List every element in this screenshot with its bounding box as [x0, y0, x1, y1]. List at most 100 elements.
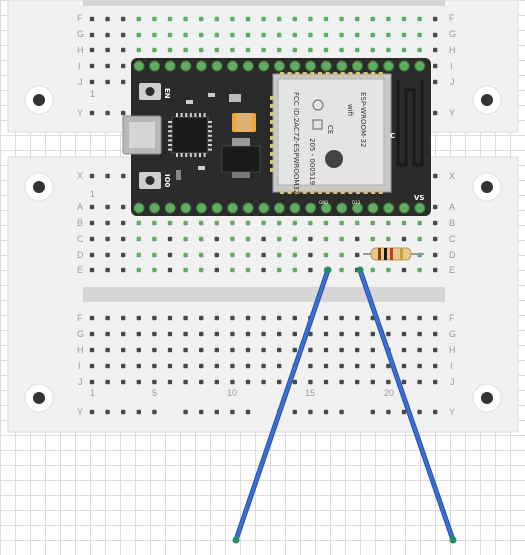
hole-lower-r2-c0[interactable]	[89, 347, 95, 353]
hole-lower-r4-c21[interactable]	[417, 379, 422, 385]
hole-upper-r3-c4[interactable]	[152, 252, 157, 258]
hole-top-r0-c22[interactable]	[433, 16, 438, 22]
header-pin-top-4[interactable]	[195, 60, 207, 72]
hole-upper-r4-c0[interactable]	[89, 267, 95, 273]
hole-upper-r4-c16[interactable]	[339, 267, 344, 273]
wire-1[interactable]	[234, 268, 330, 542]
hole-lower-r4-c14[interactable]	[308, 379, 313, 385]
hole-upper-r1-c16[interactable]	[339, 220, 344, 226]
hole-upper-r1-c13[interactable]	[292, 220, 297, 226]
hole-upper-r4-c12[interactable]	[277, 267, 282, 273]
hole-lower-r2-c20[interactable]	[401, 347, 407, 353]
header-pin-bottom-5[interactable]	[211, 202, 223, 214]
header-pin-bottom-0[interactable]	[133, 202, 145, 214]
hole-top-r2-c19[interactable]	[386, 47, 391, 53]
hole-upper-r1-c21[interactable]	[417, 220, 422, 226]
hole-top-r2-c9[interactable]	[230, 47, 235, 53]
hole-rail-y-bottom-c18[interactable]	[370, 409, 375, 415]
hole-top-r0-c12[interactable]	[277, 16, 282, 22]
header-pin-top-5[interactable]	[211, 60, 223, 72]
hole-upper-r2-c14[interactable]	[308, 236, 313, 242]
hole-upper-r2-c15[interactable]	[323, 236, 329, 242]
hole-lower-r0-c10[interactable]	[245, 315, 251, 321]
hole-top-r0-c15[interactable]	[323, 16, 329, 22]
hole-top-r2-c7[interactable]	[199, 47, 204, 53]
hole-lower-r1-c3[interactable]	[136, 331, 141, 337]
hole-upper-r0-c2[interactable]	[121, 204, 126, 210]
hole-lower-r4-c0[interactable]	[89, 379, 95, 385]
hole-top-r2-c12[interactable]	[277, 47, 282, 53]
hole-upper-r1-c20[interactable]	[401, 220, 407, 226]
hole-top-r0-c17[interactable]	[355, 16, 360, 22]
hole-lower-r4-c8[interactable]	[214, 379, 219, 385]
hole-lower-r0-c21[interactable]	[417, 315, 422, 321]
hole-upper-r4-c10[interactable]	[245, 267, 251, 273]
hole-lower-r1-c13[interactable]	[292, 331, 297, 337]
hole-upper-r3-c12[interactable]	[277, 252, 282, 258]
hole-top-r0-c19[interactable]	[386, 16, 391, 22]
hole-upper-r2-c3[interactable]	[136, 236, 141, 242]
header-pin-top-0[interactable]	[133, 60, 145, 72]
hole-lower-r1-c11[interactable]	[261, 331, 266, 337]
hole-lower-r4-c1[interactable]	[105, 379, 110, 385]
hole-upper-r4-c18[interactable]	[370, 267, 375, 273]
hole-top-r1-c10[interactable]	[245, 32, 251, 38]
hole-top-r2-c15[interactable]	[323, 47, 329, 53]
header-pin-bottom-15[interactable]	[367, 202, 379, 214]
hole-upper-r1-c22[interactable]	[433, 220, 438, 226]
hole-top-r2-c11[interactable]	[261, 47, 266, 53]
hole-lower-r4-c19[interactable]	[386, 379, 391, 385]
hole-lower-r3-c0[interactable]	[89, 363, 95, 369]
hole-upper-r4-c2[interactable]	[121, 267, 126, 273]
hole-lower-r2-c17[interactable]	[355, 347, 360, 353]
hole-lower-r2-c15[interactable]	[323, 347, 329, 353]
hole-top-r0-c7[interactable]	[199, 16, 204, 22]
hole-lower-r4-c11[interactable]	[261, 379, 266, 385]
hole-top-r0-c3[interactable]	[136, 16, 141, 22]
hole-upper-r2-c20[interactable]	[401, 236, 407, 242]
hole-upper-r3-c1[interactable]	[105, 252, 110, 258]
hole-upper-r1-c15[interactable]	[323, 220, 329, 226]
hole-top-r1-c22[interactable]	[433, 32, 438, 38]
hole-top-r1-c0[interactable]	[89, 32, 95, 38]
hole-lower-r4-c13[interactable]	[292, 379, 297, 385]
hole-upper-r1-c9[interactable]	[230, 220, 235, 226]
header-pin-top-7[interactable]	[242, 60, 254, 72]
hole-lower-r3-c12[interactable]	[277, 363, 282, 369]
hole-rail-y-bottom-c10[interactable]	[245, 409, 251, 415]
hole-lower-r2-c16[interactable]	[339, 347, 344, 353]
hole-lower-r0-c7[interactable]	[199, 315, 204, 321]
header-pin-bottom-11[interactable]	[305, 202, 317, 214]
hole-lower-r0-c13[interactable]	[292, 315, 297, 321]
hole-lower-r4-c17[interactable]	[355, 379, 360, 385]
hole-lower-r2-c1[interactable]	[105, 347, 110, 353]
hole-upper-r4-c21[interactable]	[417, 267, 422, 273]
header-pin-bottom-16[interactable]	[383, 202, 395, 214]
hole-top-r1-c20[interactable]	[401, 32, 407, 38]
header-pin-top-16[interactable]	[383, 60, 395, 72]
hole-upper-r2-c0[interactable]	[89, 236, 95, 242]
hole-top-r0-c5[interactable]	[167, 16, 173, 22]
hole-lower-r3-c15[interactable]	[323, 363, 329, 369]
hole-top-r1-c2[interactable]	[121, 32, 126, 38]
hole-lower-r2-c10[interactable]	[245, 347, 251, 353]
hole-lower-r0-c8[interactable]	[214, 315, 219, 321]
hole-upper-r2-c18[interactable]	[370, 236, 375, 242]
hole-top-r1-c8[interactable]	[214, 32, 219, 38]
hole-top-r2-c14[interactable]	[308, 47, 313, 53]
hole-rail-y-bottom-c8[interactable]	[214, 409, 219, 415]
hole-top-r0-c1[interactable]	[105, 16, 110, 22]
hole-upper-r1-c12[interactable]	[277, 220, 282, 226]
hole-upper-r2-c6[interactable]	[183, 236, 188, 242]
hole-lower-r2-c9[interactable]	[230, 347, 235, 353]
hole-upper-r3-c22[interactable]	[433, 252, 438, 258]
hole-top-r4-c22[interactable]	[433, 79, 438, 85]
hole-top-rail-c0[interactable]	[89, 110, 95, 116]
hole-upper-r3-c8[interactable]	[214, 252, 219, 258]
hole-upper-r4-c8[interactable]	[214, 267, 219, 273]
hole-upper-r3-c6[interactable]	[183, 252, 188, 258]
hole-lower-r0-c19[interactable]	[386, 315, 391, 321]
hole-top-r0-c16[interactable]	[339, 16, 344, 22]
hole-upper-r1-c17[interactable]	[355, 220, 360, 226]
hole-upper-r3-c15[interactable]	[323, 252, 329, 258]
